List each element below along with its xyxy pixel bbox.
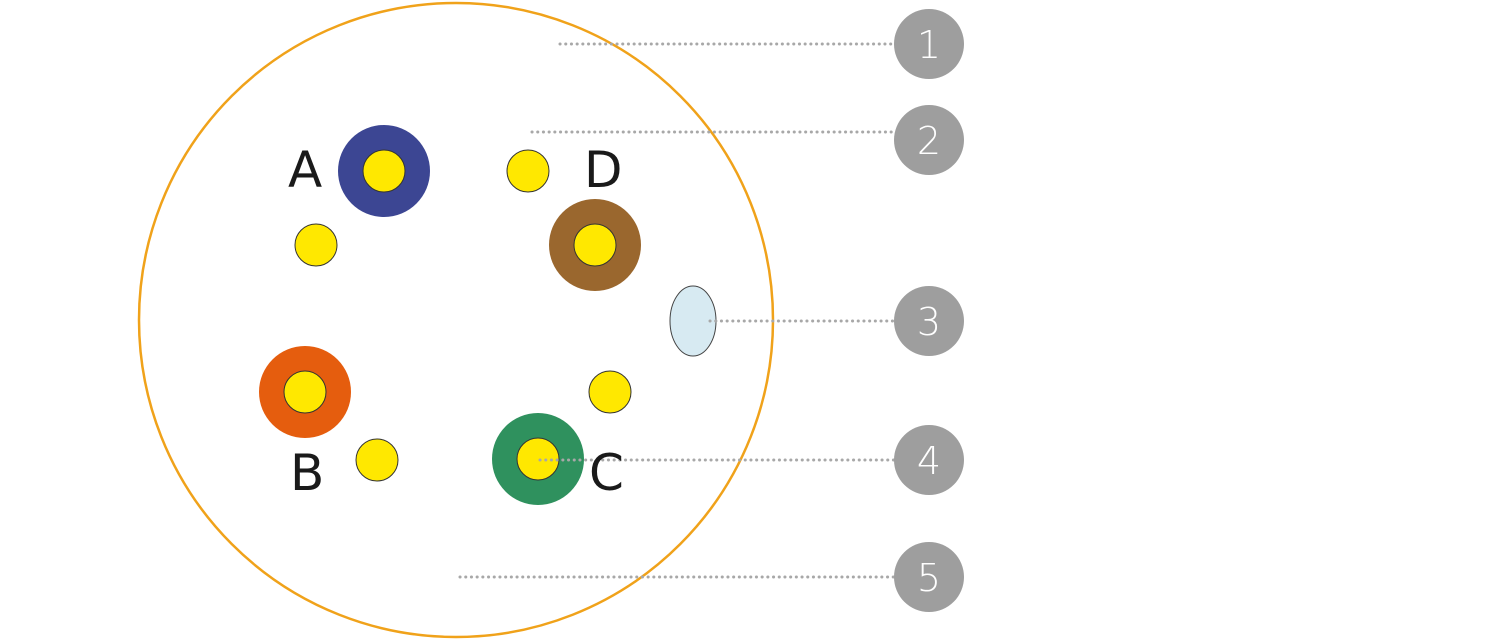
callout-1: 1: [894, 9, 964, 79]
well-d-center: [573, 223, 617, 267]
well-b: [259, 346, 351, 438]
label-d: D: [584, 141, 623, 199]
well-b-center: [283, 370, 327, 414]
callout-number: 4: [917, 439, 941, 483]
callout-bubble: [894, 542, 964, 612]
callout-4: 4: [894, 425, 964, 495]
well-c: [492, 413, 584, 505]
callout-number: 5: [917, 556, 941, 600]
callout-bubble: [894, 425, 964, 495]
yellow-well: [355, 438, 399, 482]
callout-3: 3: [894, 286, 964, 356]
callout-number: 3: [917, 300, 941, 344]
callout-number: 1: [917, 23, 941, 67]
label-a: A: [288, 141, 322, 199]
yellow-well: [588, 370, 632, 414]
well-a: [338, 125, 430, 217]
well-c-center: [516, 437, 560, 481]
callout-bubble: [894, 105, 964, 175]
callout-5: 5: [894, 542, 964, 612]
well-a-center: [362, 149, 406, 193]
callout-bubble: [894, 286, 964, 356]
yellow-well: [294, 223, 338, 267]
label-b: B: [290, 444, 324, 502]
well-d: [549, 199, 641, 291]
callout-bubble: [894, 9, 964, 79]
yellow-well: [506, 149, 550, 193]
label-c: C: [589, 444, 624, 502]
callout-2: 2: [894, 105, 964, 175]
callout-number: 2: [917, 119, 941, 163]
